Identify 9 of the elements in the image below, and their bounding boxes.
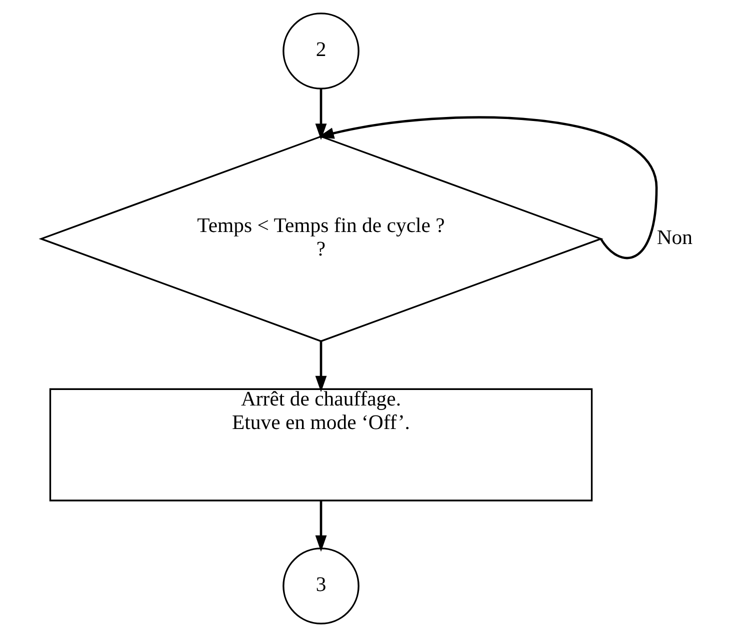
arrow xyxy=(315,88,327,140)
arrow xyxy=(315,341,327,392)
edge-label: Non xyxy=(656,226,693,249)
node-diamond: Temps < Temps fin de cycle ? ? xyxy=(38,136,604,342)
node-circle: 3 xyxy=(282,548,360,624)
node-box: Arrêt de chauffage. Etuve en mode ‘Off’. xyxy=(49,388,593,502)
node-circle: 2 xyxy=(282,12,360,90)
arrow xyxy=(315,500,327,552)
arrow xyxy=(318,116,658,259)
